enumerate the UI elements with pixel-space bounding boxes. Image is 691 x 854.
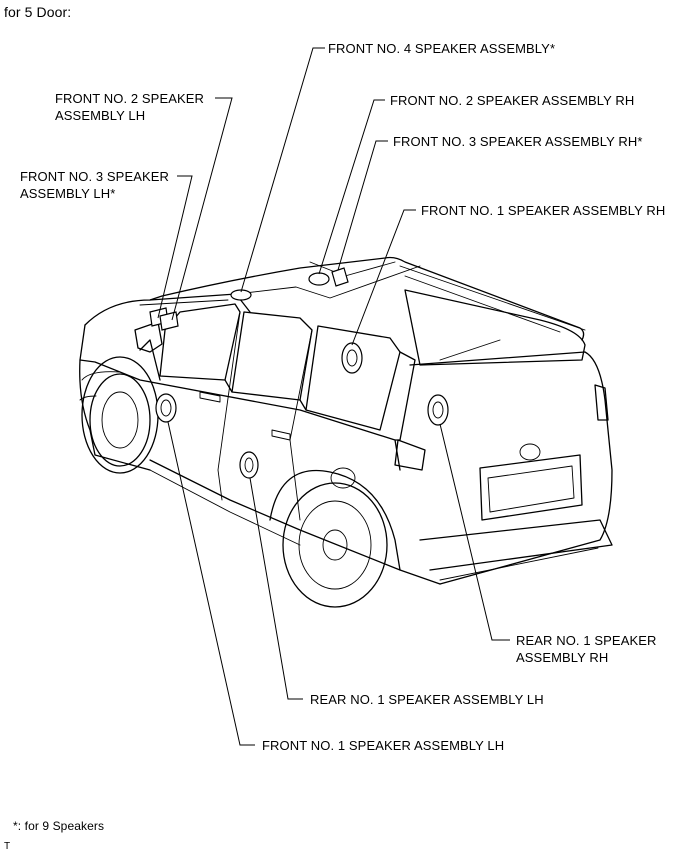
corner-mark: T [4,841,11,852]
fuel-door [330,467,356,489]
label-front-no1-speaker-lh: FRONT NO. 1 SPEAKER ASSEMBLY LH [262,738,505,753]
roof-outline [149,256,585,341]
emblem [519,443,541,461]
rear-bumper-lower [439,547,599,581]
label-rear-no1-speaker-rh-line1: REAR NO. 1 SPEAKER [516,633,657,648]
rear-wheel-arch [269,470,401,571]
rocker-lower [149,469,301,546]
front-no1-rh-speaker [341,342,363,374]
label-front-no3-speaker-lh-line2: ASSEMBLY LH* [20,186,116,201]
leader-front-no2-rh [318,99,385,275]
leader-lines [157,47,510,746]
label-front-no2-speaker-lh-line2: ASSEMBLY LH [55,108,146,123]
front-tire [89,373,151,467]
rear-hatch-glass [404,289,586,366]
leader-front-no1-lh [167,421,255,746]
roof-rail-right [399,265,586,331]
footnote: *: for 9 Speakers [13,819,105,833]
page-title: for 5 Door: [4,4,72,20]
front-no3-rh-speaker [331,267,349,287]
label-front-no2-speaker-lh-line1: FRONT NO. 2 SPEAKER [55,91,205,106]
label-front-no3-speaker-rh: FRONT NO. 3 SPEAKER ASSEMBLY RH* [393,134,643,149]
roof-rail-left [235,265,421,299]
label-front-no1-speaker-rh: FRONT NO. 1 SPEAKER ASSEMBLY RH [421,203,666,218]
front-no1-lh-speaker-cone [160,399,172,417]
tail-light-right [594,384,609,421]
beltline [139,339,307,411]
leader-rear-no1-rh [439,423,510,641]
rear-no1-lh-speaker [239,451,259,479]
front-no2-rh-speaker [308,272,330,286]
speakers [149,267,449,479]
leader-front-no4 [240,47,325,293]
windshield-inner [139,299,229,306]
side-mirror [134,321,163,353]
middle-side-window [231,311,313,401]
rocker-panel [149,459,441,585]
label-front-no4-speaker: FRONT NO. 4 SPEAKER ASSEMBLY* [328,41,556,56]
roof-rail-right-inner [404,275,561,333]
front-no4-speaker [230,289,252,301]
leader-front-no3-rh [337,140,388,271]
rear-side-window [305,325,401,431]
license-plate-recess [479,454,583,521]
vehicle-illustration [79,256,613,608]
front-no3-lh-speaker [159,311,179,331]
tail-light-left [394,439,426,471]
front-door-seam [217,311,241,501]
rear-tire [282,482,388,608]
front-no1-lh-speaker [155,393,177,423]
windshield-frame [84,293,251,326]
front-door-handle [199,391,221,403]
license-plate [487,465,575,513]
rear-no1-lh-speaker-cone [244,457,254,473]
leader-front-no1-rh [351,209,416,346]
front-no1-rh-speaker-cone [346,349,358,367]
rear-bumper [419,519,613,571]
label-rear-no1-speaker-lh: REAR NO. 1 SPEAKER ASSEMBLY LH [310,692,544,707]
rear-rim [298,500,372,590]
rear-wiper-area [439,339,501,361]
leader-front-no2-lh [171,97,233,321]
rear-door-handle [271,429,291,441]
rear-no1-rh-speaker [427,394,449,426]
label-front-no3-speaker-lh-line1: FRONT NO. 3 SPEAKER [20,169,170,184]
rear-no1-rh-speaker-cone [432,401,444,419]
label-front-no2-speaker-rh: FRONT NO. 2 SPEAKER ASSEMBLY RH [390,93,635,108]
leader-front-no3-lh [157,175,193,319]
rear-hub [322,529,348,561]
label-rear-no1-speaker-rh-line2: ASSEMBLY RH [516,650,609,665]
leader-rear-no1-lh [249,477,303,700]
front-rim [101,391,139,449]
